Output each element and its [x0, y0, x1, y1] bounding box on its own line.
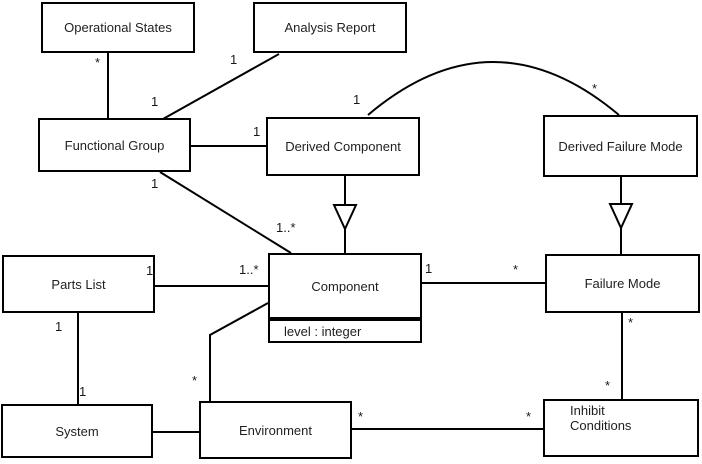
class-name: Inhibit Conditions: [570, 403, 632, 433]
class-name: Derived Component: [285, 139, 401, 154]
multiplicity-label: *: [358, 409, 364, 424]
class-box-analysis-report: Analysis Report: [253, 2, 407, 53]
class-box-component: Component level : integer: [268, 253, 422, 343]
multiplicity-label: *: [526, 409, 532, 424]
class-box-system: System: [1, 404, 153, 458]
class-box-derived-failure-mode: Derived Failure Mode: [543, 115, 698, 177]
multiplicity-label: 1: [425, 261, 433, 276]
class-attribute: level : integer: [284, 323, 362, 339]
class-name: System: [55, 423, 99, 439]
multiplicity-label: 1: [151, 94, 159, 109]
class-box-derived-component: Derived Component: [266, 117, 420, 176]
class-name: Parts List: [51, 276, 106, 292]
multiplicity-label: *: [592, 81, 598, 96]
generalization-derived-component-component: [332, 176, 358, 253]
multiplicity-label: *: [192, 373, 198, 388]
assoc-derived-component-derived-failure-mode: [367, 61, 620, 116]
generalization-triangle-icon: [608, 203, 634, 231]
assoc-analysis-report-functional-group: [162, 53, 280, 120]
generalization-triangle-icon: [332, 204, 358, 232]
assoc-functional-group-component: [159, 171, 292, 254]
class-name: Analysis Report: [284, 20, 376, 35]
class-box-inhibit-conditions: Inhibit Conditions: [543, 399, 699, 457]
multiplicity-label: *: [628, 315, 634, 330]
class-name: Operational States: [64, 20, 172, 35]
multiplicity-label: 1: [253, 124, 261, 139]
class-box-functional-group: Functional Group: [38, 118, 191, 172]
multiplicity-label: 1: [353, 92, 361, 107]
class-name: Environment: [239, 422, 312, 438]
multiplicity-label: 1: [151, 176, 159, 191]
generalization-derived-failure-mode-failure-mode: [608, 177, 634, 254]
multiplicity-label: 1: [230, 52, 238, 67]
class-attributes-compartment: level : integer: [270, 317, 420, 341]
class-name: Functional Group: [64, 137, 165, 153]
class-name: Derived Failure Mode: [558, 138, 683, 154]
multiplicity-label: 1..*: [276, 220, 296, 235]
multiplicity-label: *: [95, 55, 101, 70]
multiplicity-label: 1..*: [239, 262, 259, 277]
assoc-component-environment: [209, 302, 269, 401]
class-box-parts-list: Parts List: [2, 255, 155, 313]
class-name: Failure Mode: [584, 276, 661, 291]
multiplicity-label: 1: [146, 263, 154, 278]
multiplicity-label: *: [513, 262, 519, 277]
class-box-failure-mode: Failure Mode: [545, 254, 700, 313]
multiplicity-label: 1: [79, 384, 87, 399]
class-box-environment: Environment: [199, 401, 352, 459]
multiplicity-label: *: [605, 378, 611, 393]
class-name: Component: [311, 278, 379, 294]
multiplicity-label: 1: [55, 319, 63, 334]
class-box-operational-states: Operational States: [41, 2, 195, 53]
class-name-compartment: Component: [270, 255, 420, 317]
